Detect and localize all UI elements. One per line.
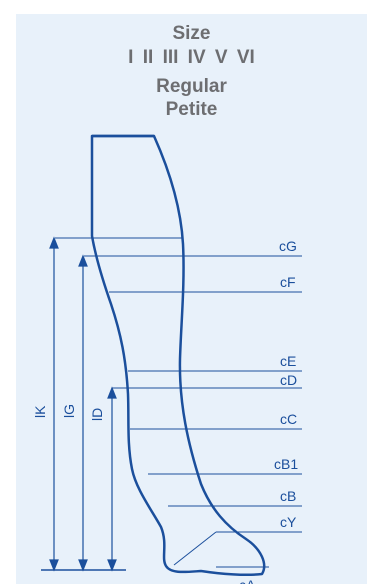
label-lK: lK — [32, 405, 48, 418]
size-list: I II III IV V VI — [128, 47, 255, 68]
label-cF: cF — [280, 274, 296, 290]
label-cG: cG — [279, 238, 297, 254]
arrow-lK-top — [49, 236, 59, 249]
label-cC: cC — [280, 411, 297, 427]
arrow-lG-top — [78, 254, 88, 267]
arrow-lD-top — [107, 386, 117, 399]
label-lG: lG — [61, 404, 77, 418]
label-cY: cY — [280, 514, 297, 530]
label-cE: cE — [280, 353, 296, 369]
label-cB1: cB1 — [274, 456, 298, 472]
variant-regular: Regular — [156, 76, 227, 97]
arrow-lG-bottom — [78, 559, 88, 572]
label-cD: cD — [280, 372, 297, 388]
stocking-diagram: cG cF cE cD cC cB1 cB cY cA lK lG lD — [32, 134, 302, 584]
size-title: Size — [172, 23, 211, 44]
stocking-outline — [90, 134, 266, 577]
label-cB: cB — [280, 488, 296, 504]
label-cA: cA — [239, 577, 256, 584]
line-cY-diag — [173, 531, 217, 566]
label-lD: lD — [89, 408, 105, 421]
arrow-lK-bottom — [49, 559, 59, 572]
diagram-panel: Size I II III IV V VI Regular Petite — [16, 14, 367, 584]
variant-petite: Petite — [165, 99, 218, 120]
arrow-lD-bottom — [107, 559, 117, 572]
